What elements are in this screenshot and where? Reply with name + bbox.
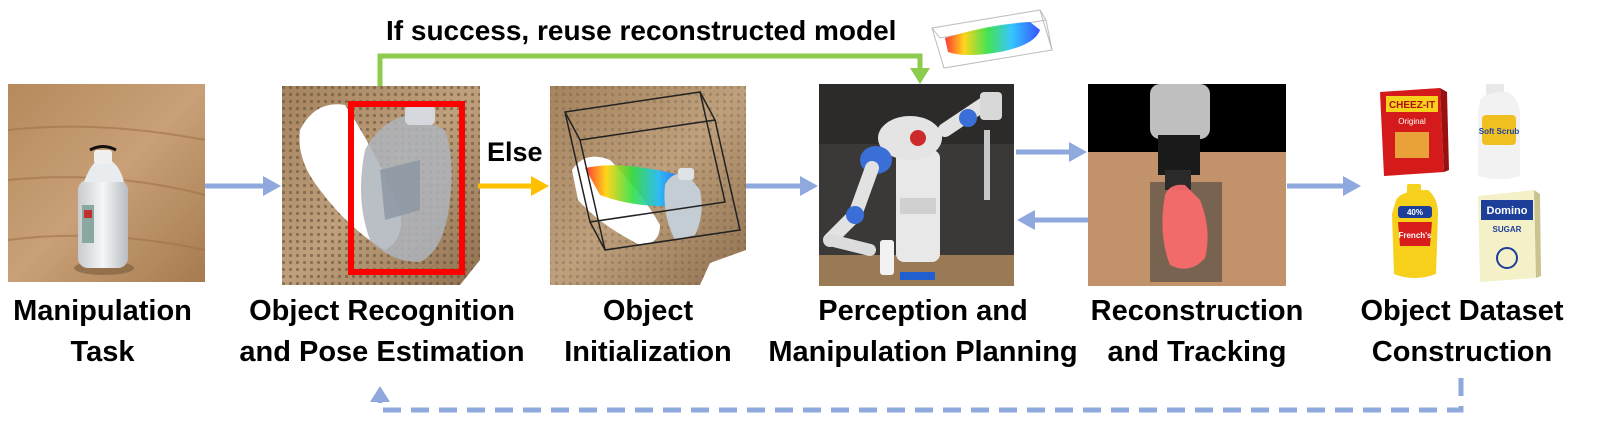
gripper	[1150, 84, 1210, 190]
domino-box: Domino SUGAR	[1478, 190, 1541, 282]
arrow-success-loop	[377, 53, 930, 86]
mustard-text: French's	[1398, 231, 1432, 240]
cheezit-text: CHEEZ-IT	[1389, 100, 1435, 111]
stage-label-line2: and Tracking	[1107, 336, 1287, 368]
domino-sub-text: SUGAR	[1493, 225, 1522, 234]
stage-label-line1: Object Recognition	[249, 295, 515, 327]
stage-label-line2: and Pose Estimation	[239, 336, 525, 368]
stage-label-line2: Initialization	[564, 336, 732, 368]
object-initialization-image	[550, 86, 746, 285]
stage-label-reconstruction-tracking: Reconstruction and Tracking	[1083, 291, 1311, 373]
else-label: Else	[487, 137, 543, 167]
stage-label-line1: Perception and	[818, 295, 1028, 327]
mustard-bottle: 40% French's	[1392, 184, 1438, 278]
stage-label-line1: Object Dataset	[1360, 295, 1564, 327]
arrow-planning-to-tracking	[1016, 142, 1087, 162]
stage-label-perception-planning: Perception and Manipulation Planning	[763, 291, 1083, 373]
stage-label-dataset-construction: Object Dataset Construction	[1342, 291, 1582, 373]
arrow-tracking-to-dataset	[1287, 176, 1361, 196]
softscrub-text: Soft Scrub	[1479, 127, 1520, 136]
success-loop-label: If success, reuse reconstructed model	[386, 15, 897, 46]
softscrub-bottle: Soft Scrub	[1478, 84, 1520, 179]
dataset-images: CHEEZ-IT Original Soft Scrub 40% French'…	[1380, 84, 1541, 282]
detection-box	[348, 101, 465, 275]
arrow-tracking-to-planning	[1017, 210, 1088, 230]
mustard-badge-text: 40%	[1407, 208, 1423, 217]
stage-label-line1: Manipulation	[13, 295, 192, 327]
arrow-dataset-feedback	[370, 378, 1464, 413]
stage-label-line2: Construction	[1371, 336, 1553, 368]
bottle-photo	[74, 145, 134, 275]
stage-label-line1: Reconstruction	[1090, 295, 1304, 327]
robot-body	[823, 92, 1002, 275]
manipulation-task-image	[7, 84, 206, 282]
stage-label-manipulation-task: Manipulation Task	[0, 291, 205, 373]
robot-image	[819, 84, 1014, 286]
arrow-else-branch	[478, 176, 549, 196]
flow-arrows	[205, 53, 1464, 413]
stage-label-line1: Object	[602, 295, 694, 327]
cheezit-sub-text: Original	[1398, 117, 1426, 126]
stage-label-line2: Task	[70, 336, 135, 368]
stage-label-line2: Manipulation Planning	[768, 336, 1078, 368]
stage-label-object-initialization: Object Initialization	[548, 291, 748, 373]
reconstructed-model-thumbnail	[931, 9, 1053, 69]
arrow-task-to-recognition	[205, 176, 281, 196]
tracking-image	[1088, 84, 1286, 286]
init-bottle	[664, 168, 702, 240]
cheezit-box: CHEEZ-IT Original	[1380, 88, 1449, 176]
domino-text: Domino	[1487, 205, 1528, 217]
bounding-cuboid	[564, 91, 741, 251]
object-recognition-image	[282, 86, 480, 285]
tracked-bottle	[1162, 184, 1208, 269]
arrow-initialization-to-planning	[746, 176, 818, 196]
stage-label-object-recognition: Object Recognition and Pose Estimation	[232, 291, 532, 373]
pointcloud-bottle	[361, 105, 452, 262]
